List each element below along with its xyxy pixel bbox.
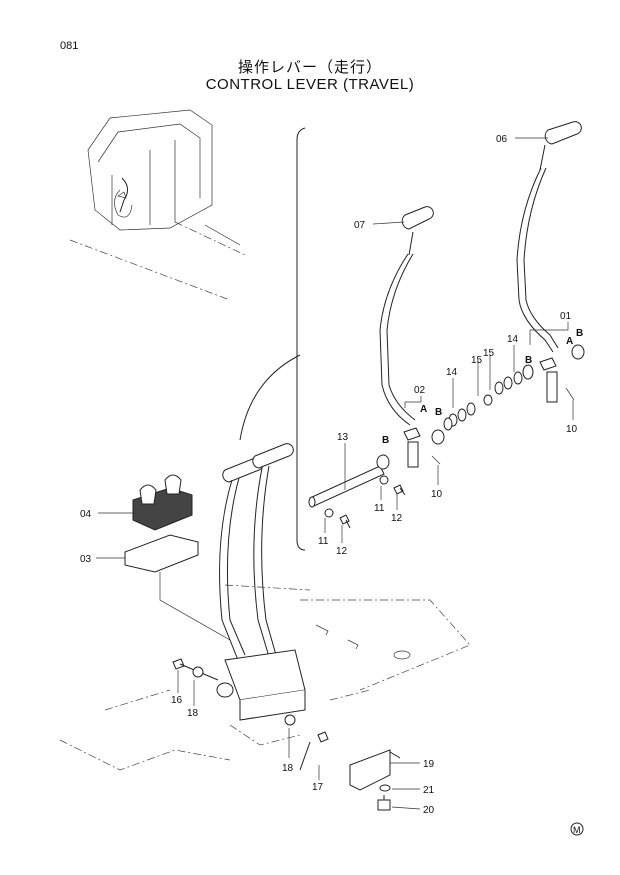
plate-03: [124, 534, 199, 573]
callout-13: 13: [337, 432, 349, 443]
title-english: CONTROL LEVER (TRAVEL): [205, 76, 415, 93]
callout-19: 19: [423, 759, 435, 770]
callout-12-lower: 12: [336, 546, 348, 557]
plate-leader: [159, 572, 231, 641]
section-letters: A B B A B B: [382, 328, 583, 446]
letter-B-01-left: B: [525, 355, 532, 366]
letter-B-01-right: B: [576, 328, 583, 339]
boot-04: [132, 474, 193, 531]
letter-A-01: A: [566, 336, 573, 347]
callout-labels: 06 07 01 02 03 04 10 10 11 11 12 12 13 1…: [80, 134, 578, 816]
callout-15-lower: 15: [471, 355, 483, 366]
callout-17: 17: [312, 782, 324, 793]
detail-bracket: [296, 127, 306, 551]
bolt-16: [172, 658, 219, 681]
footer-mark-letter: M: [573, 825, 581, 835]
callout-04: 04: [80, 509, 92, 520]
floor-slots: [315, 624, 359, 650]
callout-21: 21: [423, 785, 435, 796]
callout-01: 01: [560, 311, 572, 322]
shaft-13: [308, 454, 390, 508]
callout-06: 06: [496, 134, 508, 145]
callout-14-upper: 14: [507, 334, 519, 345]
callout-07: 07: [354, 220, 366, 231]
letter-B-02-left: B: [382, 435, 389, 446]
bolts-lower: [324, 508, 351, 529]
letter-A-02: A: [420, 404, 427, 415]
callout-10-lower: 10: [431, 489, 443, 500]
lever-06: [516, 121, 585, 403]
bolts-upper: [379, 475, 406, 496]
leader-lines: [96, 137, 574, 810]
callout-16: 16: [171, 695, 183, 706]
page-number: 081: [60, 40, 79, 52]
floor-outline: [59, 584, 471, 771]
callout-20: 20: [423, 805, 435, 816]
detail-connector: [239, 354, 301, 441]
callout-11-lower: 11: [318, 536, 329, 547]
footer-mark: M: [570, 822, 584, 836]
letter-B-02-right: B: [435, 407, 442, 418]
callout-02: 02: [414, 385, 426, 396]
callout-11-upper: 11: [374, 503, 385, 514]
floor-hole: [393, 650, 411, 660]
callout-18-right: 18: [282, 763, 294, 774]
callout-18-left: 18: [187, 708, 199, 719]
bracket-19: [349, 749, 401, 811]
cab-sketch: [69, 109, 246, 301]
callout-15-upper: 15: [483, 348, 495, 359]
title-japanese: 操作レバー（走行）: [237, 58, 382, 76]
lever-07: [379, 206, 445, 468]
callout-12-upper: 12: [391, 513, 403, 524]
spring-stack-lower: [443, 402, 476, 431]
callout-03: 03: [80, 554, 92, 565]
main-lever-assembly: [216, 443, 306, 721]
callout-10-upper: 10: [566, 424, 578, 435]
bolt-17: [284, 714, 329, 771]
spring-stack-upper: [483, 364, 534, 406]
callout-14-lower: 14: [446, 367, 458, 378]
